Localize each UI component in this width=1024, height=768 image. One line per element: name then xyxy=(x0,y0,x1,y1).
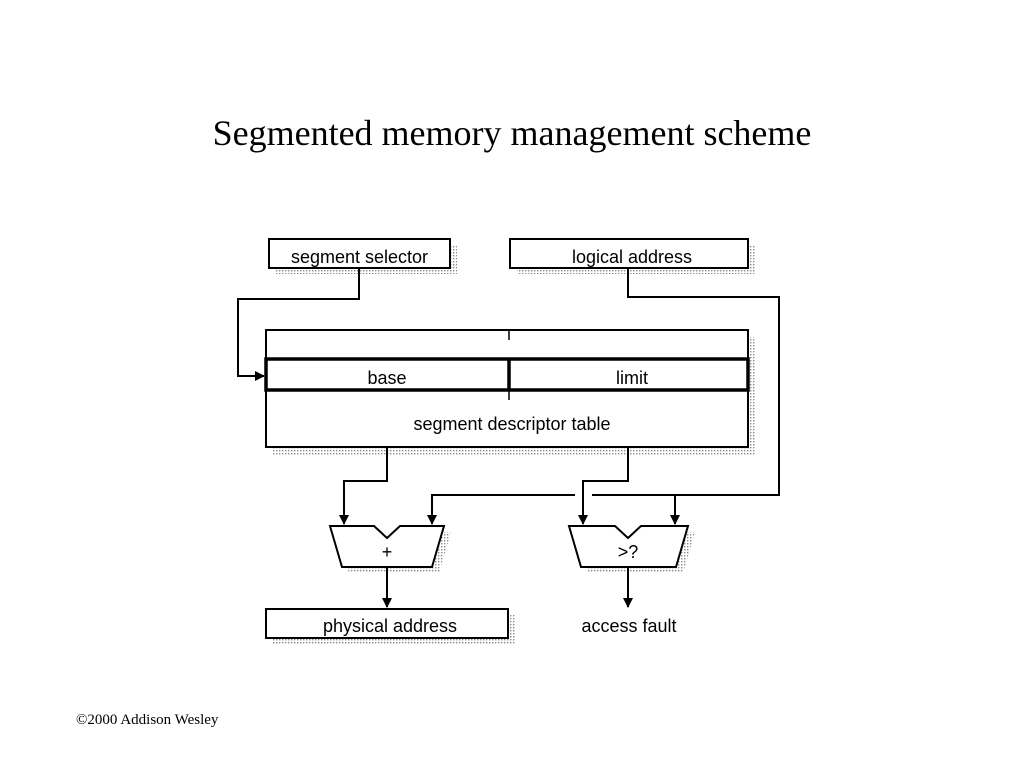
segment-descriptor-table-label: segment descriptor table xyxy=(413,414,610,434)
limit-to-comparator-arrow xyxy=(578,447,629,525)
adder-unit: + xyxy=(328,525,451,573)
segment-selector-box: segment selector xyxy=(268,238,457,274)
access-fault-label: access fault xyxy=(581,616,676,636)
comparator-unit: >? xyxy=(567,525,695,573)
base-to-adder-arrow xyxy=(339,447,388,525)
segment-selector-label: segment selector xyxy=(291,247,428,267)
limit-field-label: limit xyxy=(616,368,648,388)
base-field-label: base xyxy=(367,368,406,388)
offset-to-adder-arrow xyxy=(427,494,575,525)
logical-address-label: logical address xyxy=(572,247,692,267)
physical-address-box: physical address xyxy=(265,608,515,644)
adder-operator: + xyxy=(382,542,393,562)
copyright-footer: ©2000 Addison Wesley xyxy=(76,712,219,728)
selector-to-table-arrow xyxy=(237,268,360,381)
slide-title: Segmented memory management scheme xyxy=(212,113,812,153)
logical-address-bus xyxy=(592,268,780,496)
connectors xyxy=(237,268,780,608)
comparator-operator: >? xyxy=(618,542,639,562)
physical-address-label: physical address xyxy=(323,616,457,636)
segment-descriptor-table: base limit segment descriptor table xyxy=(264,329,755,455)
logical-address-box: logical address xyxy=(509,238,755,274)
